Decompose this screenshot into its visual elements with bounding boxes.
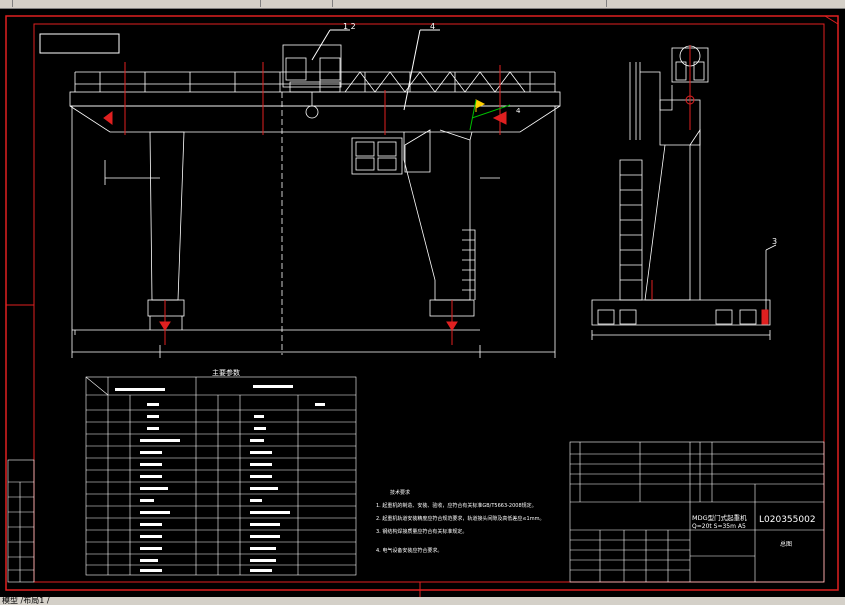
layout-tabs[interactable]: 模型 /布局1 /	[2, 596, 50, 605]
toolbar-button[interactable]	[240, 0, 261, 7]
title-product: MDG型门式起重机	[692, 513, 747, 522]
side-view	[591, 45, 777, 340]
title-block	[569, 441, 825, 583]
notes-line: 1. 起重机的制造、安装、验收，应符合有关标准GB/T5663-2008规定。	[376, 502, 537, 509]
callout-label: 1 2	[343, 22, 356, 31]
notes-line: 3. 钢结构焊接质量应符合有关标准规定。	[376, 528, 467, 535]
table-title: 主要参数	[212, 368, 240, 377]
status-bar: 模型 /布局1 /	[0, 596, 845, 605]
label-box	[39, 33, 120, 54]
toolbar-button[interactable]	[0, 0, 13, 7]
table-cell-text	[115, 385, 325, 572]
callout-label: 4	[430, 22, 435, 31]
sheet-name: 总图	[780, 540, 792, 548]
callout-label: 4	[516, 107, 521, 115]
notes-line: 2. 起重机轨道安装精度应符合规范要求，轨道接头间隙及高低差应≤1mm。	[376, 515, 544, 522]
frame-border	[33, 23, 825, 583]
title-spec: Q=20t S=35m A5	[692, 523, 746, 530]
drawing-canvas[interactable]: 1 2 4 4 3	[0, 9, 845, 599]
notes-line: 4. 电气设备安装应符合要求。	[376, 547, 442, 554]
toolbar-button[interactable]	[312, 0, 333, 7]
revision-strip	[7, 459, 35, 583]
technical-notes: 技术要求 1. 起重机的制造、安装、验收，应符合有关标准GB/T5663-200…	[376, 489, 544, 554]
toolbar-button[interactable]	[590, 0, 607, 7]
toolbar	[0, 0, 845, 9]
notes-line: 技术要求	[390, 489, 410, 496]
drawing-number: L020355002	[759, 515, 816, 525]
front-view	[69, 44, 561, 358]
callout-label: 3	[772, 237, 777, 246]
parameter-table	[85, 376, 357, 576]
